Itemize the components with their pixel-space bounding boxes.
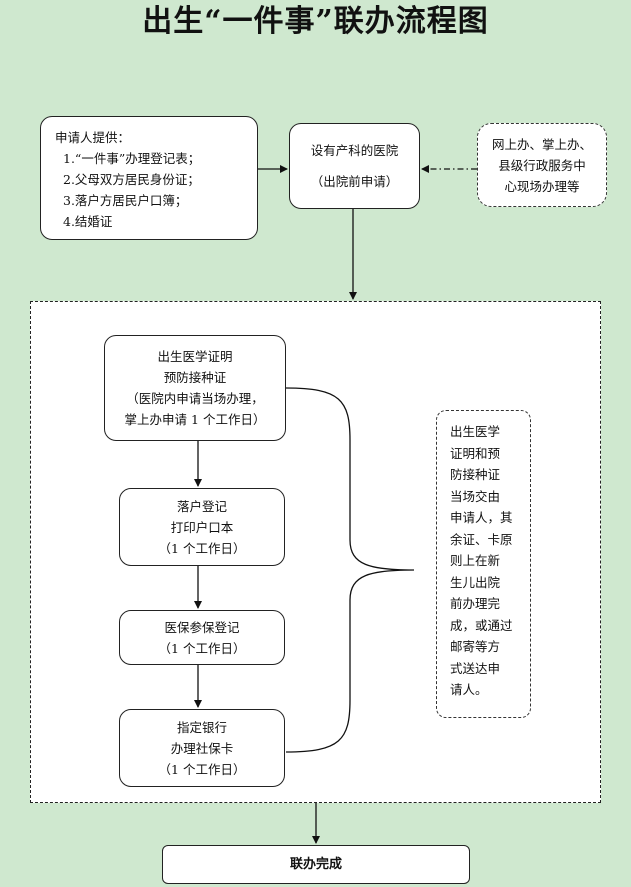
note-line: 请人。 bbox=[450, 682, 488, 697]
step-line: （医院内申请当场办理， bbox=[126, 391, 264, 406]
step-social-security-card-box: 指定银行 办理社保卡 （1 个工作日） bbox=[119, 709, 285, 787]
step-line: （1 个工作日） bbox=[158, 761, 246, 777]
applicant-item: 2.父母双方居民身份证； bbox=[63, 172, 200, 187]
step-line: 打印户口本 bbox=[170, 519, 234, 535]
applicant-item: 4.结婚证 bbox=[63, 214, 113, 229]
step-line: 掌上办申请 1 个工作日） bbox=[124, 412, 266, 427]
note-line: 当场交由 bbox=[450, 488, 501, 504]
step-line: 预防接种证 bbox=[163, 370, 227, 385]
channels-line: 心现场办理等 bbox=[504, 178, 580, 194]
step-line: 指定银行 bbox=[176, 719, 227, 735]
note-line: 防接种证 bbox=[450, 467, 501, 482]
note-line: 生儿出院 bbox=[450, 574, 501, 590]
note-line: 申请人，其 bbox=[450, 510, 513, 525]
note-line: 邮寄等方 bbox=[450, 639, 501, 654]
step-line: 出生医学证明 bbox=[157, 349, 233, 364]
step-birth-certificate-box: 出生医学证明 预防接种证 （医院内申请当场办理， 掌上办申请 1 个工作日） bbox=[104, 335, 286, 441]
step-household-registration-box: 落户登记 打印户口本 （1 个工作日） bbox=[119, 488, 285, 566]
note-line: 出生医学 bbox=[450, 424, 501, 439]
step-medical-insurance-box: 医保参保登记 （1 个工作日） bbox=[119, 610, 285, 665]
final-label: 联办完成 bbox=[289, 857, 342, 872]
channels-line: 县级行政服务中 bbox=[498, 157, 586, 173]
channels-line: 网上办、掌上办、 bbox=[491, 136, 592, 152]
step-line: 办理社保卡 bbox=[170, 740, 234, 756]
applicant-materials-box: 申请人提供： 1.“一件事”办理登记表； 2.父母双方居民身份证； 3.落户方居… bbox=[40, 116, 258, 240]
applicant-item: 3.落户方居民户口簿； bbox=[63, 193, 188, 208]
step-line: 落户登记 bbox=[176, 498, 227, 514]
step-line: 医保参保登记 bbox=[164, 619, 240, 635]
process-complete-box: 联办完成 bbox=[162, 845, 470, 884]
note-line: 余证、卡原 bbox=[450, 531, 513, 547]
hospital-box: 设有产科的医院 （出院前申请） bbox=[289, 123, 420, 209]
service-channels-box: 网上办、掌上办、 县级行政服务中 心现场办理等 bbox=[477, 123, 607, 207]
note-line: 则上在新 bbox=[450, 553, 501, 568]
note-line: 前办理完 bbox=[450, 596, 501, 611]
hospital-name: 设有产科的医院 bbox=[310, 143, 399, 158]
note-line: 式送达申 bbox=[450, 660, 501, 676]
note-line: 证明和预 bbox=[450, 445, 501, 461]
page-title: 出生“一件事”联办流程图 bbox=[142, 4, 489, 39]
delivery-note-box: 出生医学 证明和预 防接种证 当场交由 申请人，其 余证、卡原 则上在新 生儿出… bbox=[436, 410, 531, 718]
applicant-item: 1.“一件事”办理登记表； bbox=[63, 151, 201, 166]
note-line: 成，或通过 bbox=[450, 617, 513, 633]
hospital-note: （出院前申请） bbox=[310, 174, 399, 189]
applicant-heading: 申请人提供： bbox=[55, 130, 131, 145]
step-line: （1 个工作日） bbox=[158, 540, 246, 556]
grouping-brace bbox=[285, 387, 415, 753]
step-line: （1 个工作日） bbox=[158, 640, 246, 656]
